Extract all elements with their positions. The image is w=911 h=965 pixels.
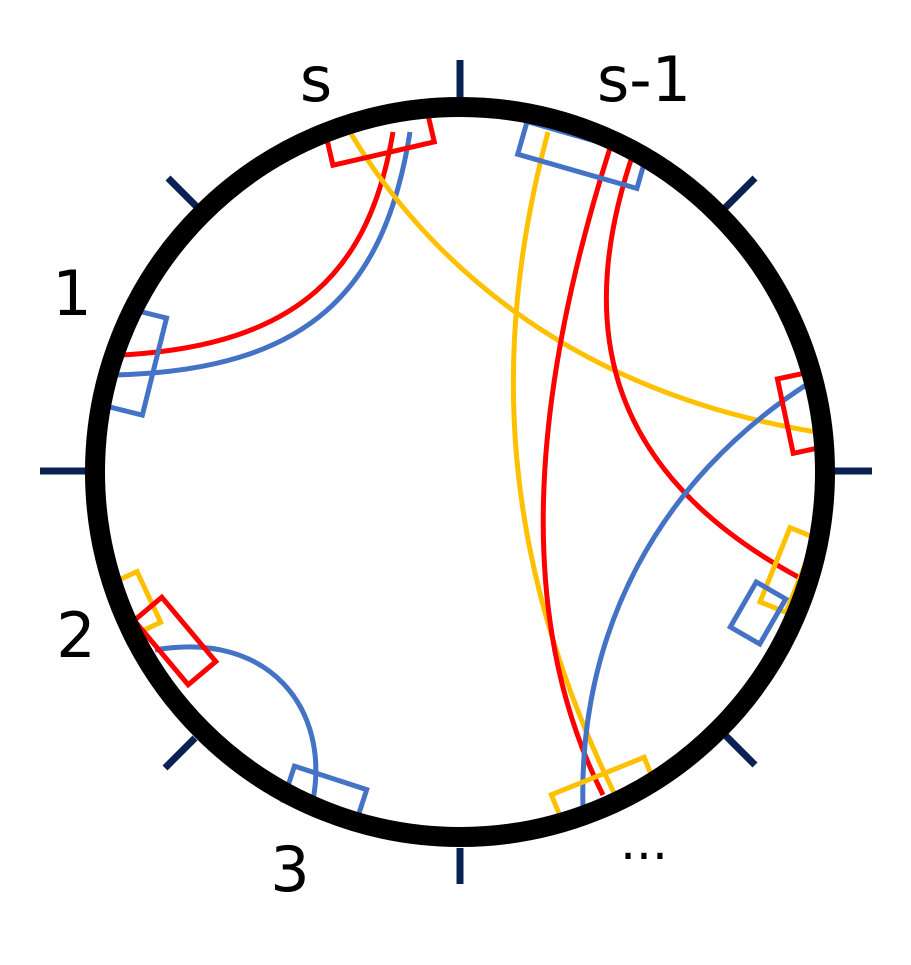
tick-top-right: [722, 175, 758, 211]
blue-curve-right-to-bottom: [580, 382, 808, 809]
curves: [114, 130, 817, 809]
blue-marker-right: [726, 578, 790, 648]
red-curve-s-to-1: [121, 131, 396, 358]
yellow-curve-s1-to-bottom: [510, 131, 618, 797]
blue-curve-s-to-1: [114, 131, 413, 378]
label-s: s: [299, 43, 333, 116]
tick-top-left: [165, 175, 201, 211]
blue-curve-2-to-3: [154, 644, 319, 801]
yellow-curve-s-to-right: [347, 130, 817, 435]
red-curve-s1-to-bottom-a: [540, 147, 613, 797]
label-3: 3: [270, 833, 310, 906]
label-2: 2: [56, 599, 96, 672]
tick-marks: [40, 60, 872, 884]
main-circle: [85, 97, 835, 847]
tick-bottom-right: [722, 732, 758, 768]
red-marker-2: [130, 593, 220, 689]
label-s-minus-1: s-1: [596, 43, 692, 116]
red-curve-s1-to-bottom-b: [603, 147, 802, 581]
label-1: 1: [52, 257, 92, 330]
tick-bottom-left: [162, 735, 198, 771]
label-ellipsis: ...: [620, 813, 668, 871]
